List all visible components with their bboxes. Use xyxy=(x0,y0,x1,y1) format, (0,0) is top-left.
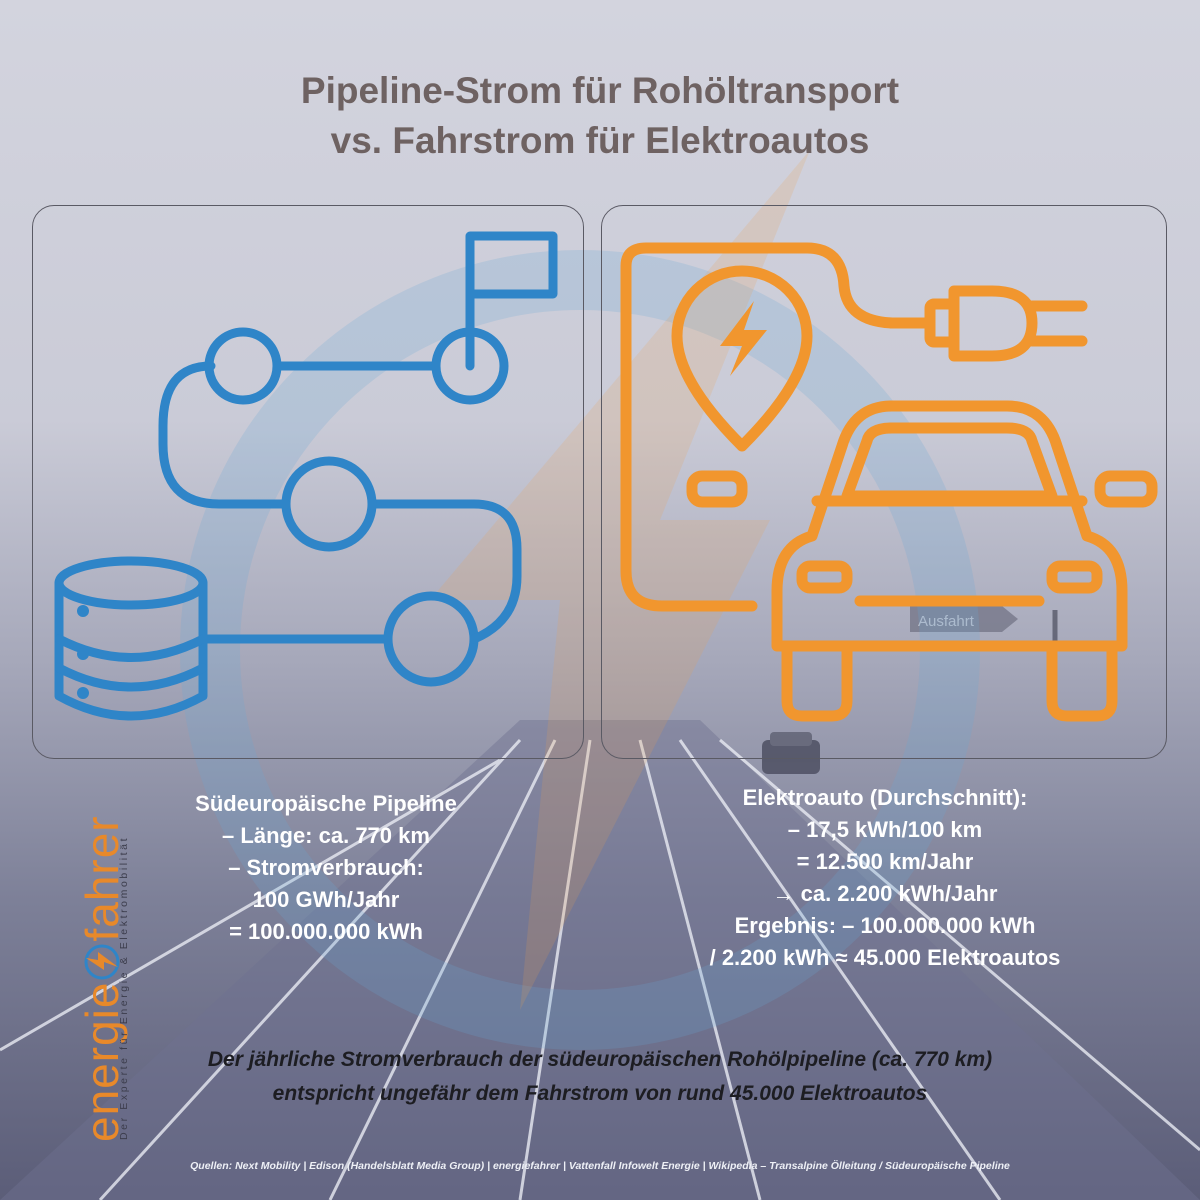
energiefahrer-logo: energiefahrer Der Experte für Energie & … xyxy=(55,815,145,1150)
lane-markings xyxy=(0,738,1200,1200)
sources-line: Quellen: Next Mobility | Edison (Handels… xyxy=(190,1160,1010,1172)
conclusion-line-1: Der jährliche Stromverbrauch der südeuro… xyxy=(207,1048,993,1071)
pipeline-stat-line: = 100.000.000 kWh xyxy=(229,919,423,944)
title-line-1: Pipeline-Strom für Rohöltransport xyxy=(300,70,900,111)
pipeline-stats: Südeuropäische Pipeline – Länge: ca. 770… xyxy=(126,788,526,948)
logo-wordmark: energiefahrer xyxy=(75,815,135,1142)
distant-car xyxy=(762,732,820,774)
road-sign-text: Ausfahrt xyxy=(918,613,975,630)
ev-stat-line: = 12.500 km/Jahr xyxy=(796,849,974,874)
ev-stat-line: – 17,5 kWh/100 km xyxy=(787,817,983,842)
pipeline-route-icon xyxy=(54,231,558,721)
pipeline-stat-line: – Länge: ca. 770 km xyxy=(222,823,430,848)
ev-stat-line: / 2.200 kWh ≈ 45.000 Elektroautos xyxy=(709,945,1061,970)
ev-charging-car-icon xyxy=(620,242,1158,722)
pipeline-stat-line: 100 GWh/Jahr xyxy=(252,887,400,912)
ev-stat-line: Elektroauto (Durchschnitt): xyxy=(742,785,1028,810)
page-title: Pipeline-Strom für Rohöltransport vs. Fa… xyxy=(0,66,1200,166)
ev-stat-line: → ca. 2.200 kWh/Jahr xyxy=(772,881,998,906)
pipeline-panel xyxy=(32,205,584,759)
ev-stat-line: Ergebnis: – 100.000.000 kWh xyxy=(734,913,1036,938)
conclusion-text: Der jährliche Stromverbrauch der südeuro… xyxy=(0,1043,1200,1111)
logo-bolt-icon xyxy=(84,944,120,980)
conclusion-line-2: entspricht ungefähr dem Fahrstrom von ru… xyxy=(272,1082,928,1105)
logo-tagline: Der Experte für Energie & Elektromobilit… xyxy=(118,835,130,1140)
title-line-2: vs. Fahrstrom für Elektroautos xyxy=(330,120,870,161)
ev-stats: Elektroauto (Durchschnitt): – 17,5 kWh/1… xyxy=(660,782,1110,974)
lightning-bolt-icon xyxy=(720,301,767,376)
pipeline-stat-line: – Stromverbrauch: xyxy=(228,855,424,880)
road-surface xyxy=(0,720,1200,1200)
ev-panel xyxy=(601,205,1167,759)
pipeline-stat-line: Südeuropäische Pipeline xyxy=(195,791,457,816)
